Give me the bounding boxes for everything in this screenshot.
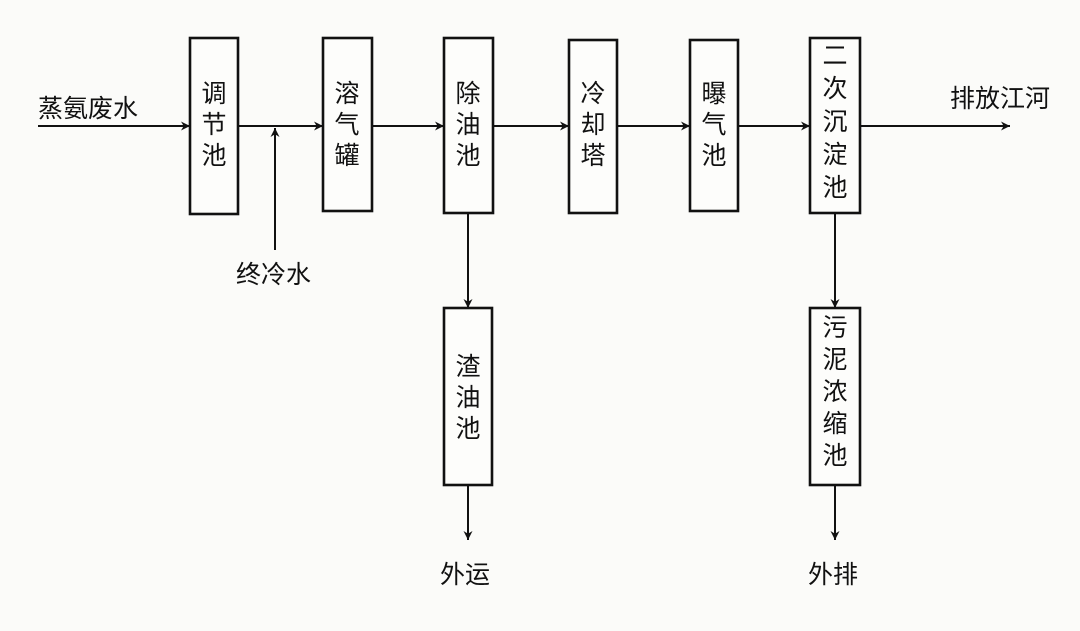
input-label-final-cooling-water: 终冷水 <box>236 260 311 289</box>
node-aeration-tank: 曝气池 <box>688 38 740 213</box>
output-label-transport-out: 外运 <box>440 560 490 589</box>
node-regulating-tank: 调节池 <box>188 36 240 216</box>
node-cooling-tower: 冷却塔 <box>567 38 619 215</box>
node-secondary-settling-tank: 二次沉淀池 <box>808 36 862 215</box>
node-sludge-thickening-tank: 污泥浓缩池 <box>808 306 862 487</box>
svg-text:二次沉淀池: 二次沉淀池 <box>822 41 847 202</box>
svg-text:调节池: 调节池 <box>201 79 226 170</box>
svg-text:冷却塔: 冷却塔 <box>580 79 605 170</box>
svg-text:污泥浓缩池: 污泥浓缩池 <box>822 313 847 470</box>
node-dissolved-air-tank: 溶气罐 <box>321 36 374 213</box>
output-label-discharge-out: 外排 <box>808 560 858 589</box>
svg-text:除油池: 除油池 <box>455 79 480 170</box>
node-residue-oil-tank: 渣油池 <box>442 306 494 487</box>
input-label-wastewater: 蒸氨废水 <box>38 94 138 123</box>
svg-text:曝气池: 曝气池 <box>701 79 726 170</box>
output-label-discharge-river: 排放江河 <box>950 84 1050 113</box>
svg-text:渣油池: 渣油池 <box>455 352 480 443</box>
node-oil-removal-tank: 除油池 <box>442 36 495 215</box>
svg-text:溶气罐: 溶气罐 <box>334 79 359 170</box>
